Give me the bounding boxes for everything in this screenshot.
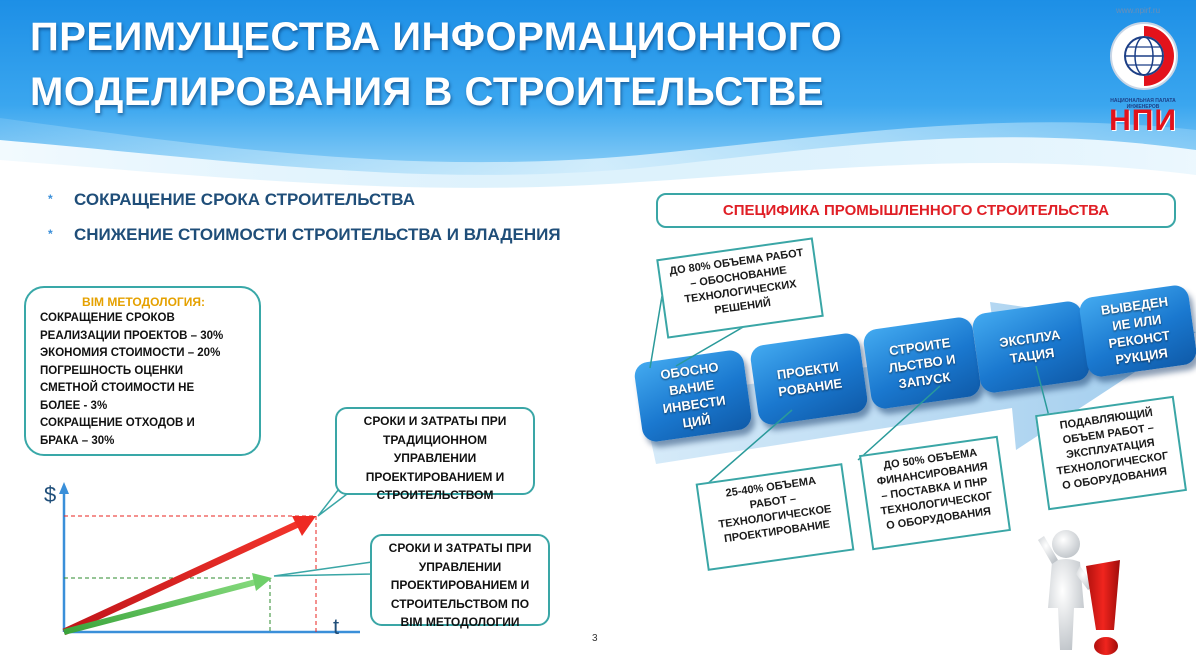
- logo-caption: НАЦИОНАЛЬНАЯ ПАЛАТА ИНЖЕНЕРОВ: [1110, 98, 1176, 110]
- callout-line: ПРОЕКТИРОВАНИЕМ И: [365, 469, 505, 484]
- bim-callout: СРОКИ И ЗАТРАТЫ ПРИ УПРАВЛЕНИИ ПРОЕКТИРО…: [370, 534, 550, 629]
- page-title-line2: МОДЕЛИРОВАНИЯ В СТРОИТЕЛЬСТВЕ: [30, 70, 825, 114]
- bim-heading: BIM МЕТОДОЛОГИЯ:: [82, 295, 205, 309]
- bullet-text: СНИЖЕНИЕ СТОИМОСТИ СТРОИТЕЛЬСТВА И ВЛАДЕ…: [74, 225, 561, 244]
- figure-exclamation-illustration: [1038, 530, 1120, 655]
- page-number: 3: [592, 633, 598, 644]
- note-financing-share: ДО 50% ОБЪЕМА ФИНАНСИРОВАНИЯ – ПОСТАВКА …: [859, 435, 1011, 551]
- header-wave-background: [0, 0, 1196, 188]
- bim-lines: СОКРАЩЕНИЕ СРОКОВ РЕАЛИЗАЦИИ ПРОЕКТОВ – …: [40, 310, 247, 450]
- bim-methodology-box: BIM МЕТОДОЛОГИЯ: СОКРАЩЕНИЕ СРОКОВ РЕАЛИ…: [24, 286, 261, 456]
- callout-line: СРОКИ И ЗАТРАТЫ ПРИ: [363, 414, 507, 428]
- bim-line: РЕАЛИЗАЦИИ ПРОЕКТОВ – 30%: [40, 329, 224, 342]
- page-title-line1: ПРЕИМУЩЕСТВА ИНФОРМАЦИОННОГО: [30, 15, 843, 59]
- callout-line: СТРОИТЕЛЬСТВОМ: [376, 488, 494, 502]
- bim-arrow: [63, 579, 257, 635]
- traditional-arrow: [62, 520, 300, 636]
- bim-line: ЭКОНОМИЯ СТОИМОСТИ – 20%: [40, 347, 221, 359]
- bim-callout-pointer: [273, 561, 373, 577]
- callout-line: BIM МЕТОДОЛОГИИ: [400, 615, 520, 629]
- logo-abbreviation: НПИ: [1109, 104, 1177, 137]
- callout-line: ПРОЕКТИРОВАНИЕМ И: [390, 578, 530, 592]
- bim-line: БОЛЕЕ - 3%: [40, 399, 108, 412]
- callout-line: ТРАДИЦИОННОМ: [383, 432, 487, 447]
- benefit-bullets: * СОКРАЩЕНИЕ СРОКА СТРОИТЕЛЬСТВА * СНИЖЕНИ…: [48, 182, 561, 252]
- traditional-arrow-head: [292, 516, 316, 536]
- callout-line: СРОКИ И ЗАТРАТЫ ПРИ: [388, 541, 532, 555]
- note-operation-share: ПОДАВЛЯЮЩИЙ ОБЪЕМ РАБОТ – ЭКСПЛУАТАЦИЯ Т…: [1035, 395, 1187, 511]
- y-axis-arrow: [59, 482, 69, 494]
- x-axis-label: t: [333, 614, 340, 639]
- logo-url: www.npirf.ru: [1116, 6, 1161, 15]
- bim-line: БРАКА – 30%: [40, 434, 115, 447]
- bullet-marker: *: [48, 227, 53, 241]
- bim-line: СМЕТНОЙ СТОИМОСТИ НЕ: [40, 382, 195, 394]
- npi-logo-globe-gear-icon: [1110, 22, 1178, 90]
- traditional-callout: СРОКИ И ЗАТРАТЫ ПРИ ТРАДИЦИОННОМ УПРАВЛЕ…: [335, 407, 535, 502]
- page-title: ПРЕИМУЩЕСТВА ИНФОРМАЦИОННОГО МОДЕЛИРОВАН…: [30, 10, 1090, 120]
- y-axis-label: $: [44, 482, 57, 507]
- specifics-heading: СПЕЦИФИКА ПРОМЫШЛЕННОГО СТРОИТЕЛЬСТВА: [656, 193, 1176, 228]
- bullet-text: СОКРАЩЕНИЕ СРОКА СТРОИТЕЛЬСТВА: [74, 190, 415, 209]
- bullet-marker: *: [48, 192, 53, 206]
- bim-line: СОКРАЩЕНИЕ ОТХОДОВ И: [40, 417, 195, 429]
- bullet-item: * СНИЖЕНИЕ СТОИМОСТИ СТРОИТЕЛЬСТВА И ВЛАД…: [48, 217, 561, 252]
- bim-line: ПОГРЕШНОСТЬ ОЦЕНКИ: [40, 364, 183, 377]
- callout-line: УПРАВЛЕНИИ: [418, 559, 502, 574]
- bullet-item: * СОКРАЩЕНИЕ СРОКА СТРОИТЕЛЬСТВА: [48, 182, 561, 217]
- bim-arrow-head: [252, 573, 272, 591]
- bim-line: СОКРАЩЕНИЕ СРОКОВ: [40, 312, 175, 324]
- callout-line: УПРАВЛЕНИИ: [393, 451, 477, 465]
- callout-line: СТРОИТЕЛЬСТВОМ ПО: [390, 596, 530, 611]
